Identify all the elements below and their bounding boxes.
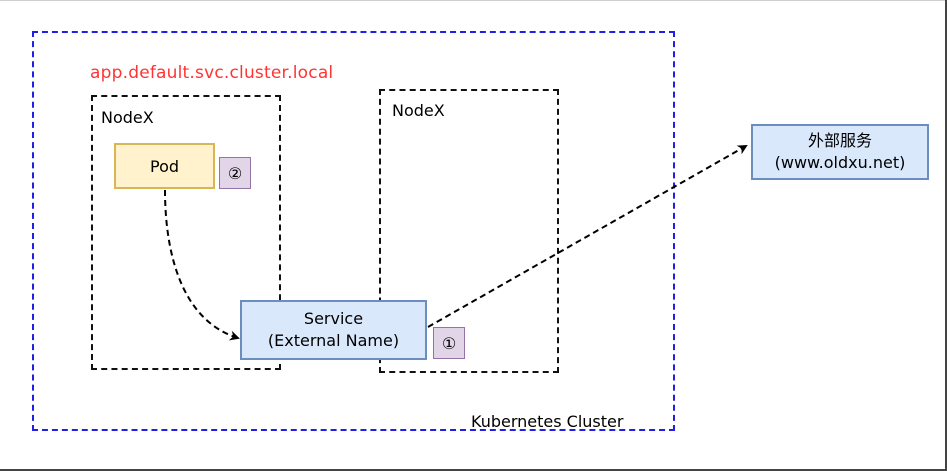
node-title-right: NodeX	[392, 101, 445, 120]
external-service-box: 外部服务 (www.oldxu.net)	[751, 124, 929, 180]
cluster-label: Kubernetes Cluster	[471, 412, 624, 431]
pod-label: Pod	[149, 156, 180, 176]
external-service-label: 外部服务	[807, 131, 872, 150]
node-title-left: NodeX	[101, 108, 154, 127]
window-top-edge	[0, 0, 947, 1]
service-label: Service	[303, 309, 364, 328]
step-badge-service: ①	[433, 327, 465, 359]
window-bottom-edge	[0, 469, 947, 471]
window-right-edge	[945, 0, 947, 471]
pod-box: Pod	[114, 143, 215, 189]
service-dns-name: app.default.svc.cluster.local	[90, 63, 334, 83]
node-box-left	[91, 95, 281, 370]
step-badge-pod: ②	[219, 157, 251, 189]
service-type-label: (External Name)	[267, 331, 400, 350]
external-service-url: (www.oldxu.net)	[774, 153, 906, 172]
service-box: Service (External Name)	[240, 300, 427, 360]
